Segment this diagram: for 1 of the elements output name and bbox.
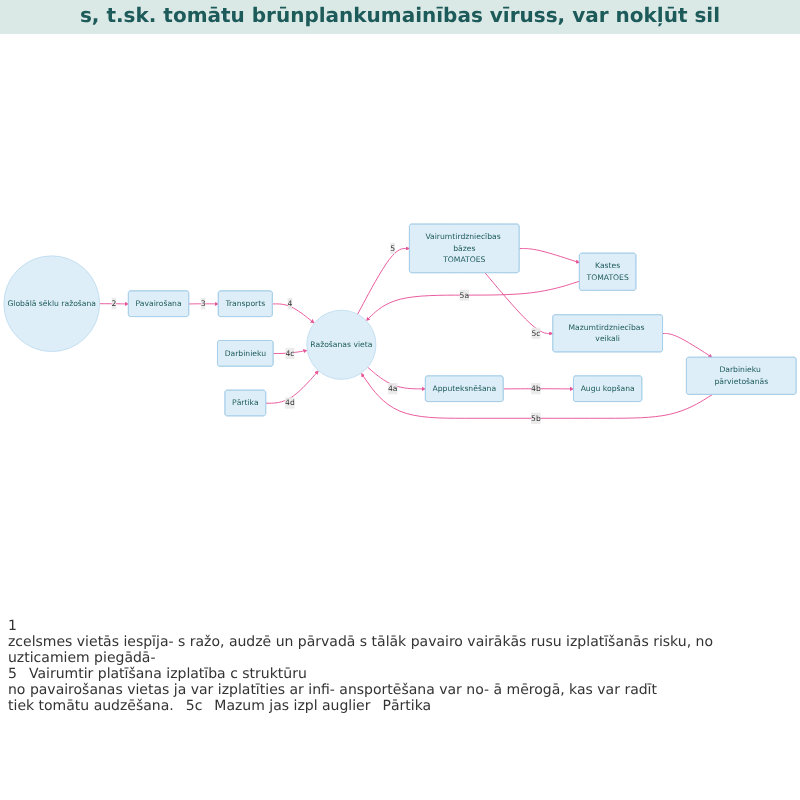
title: s, t.sk. tomātu brūnplankumainības vīruss, var nokļūt sil: [0, 0, 800, 34]
